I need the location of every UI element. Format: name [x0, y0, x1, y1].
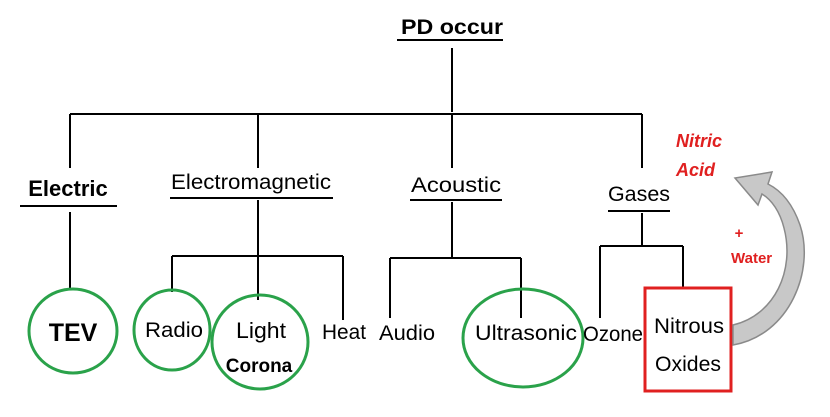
annotation-plus: +	[735, 225, 744, 242]
leaf-nitrous: Nitrous	[654, 315, 724, 338]
leaf-corona: Corona	[226, 356, 293, 377]
leaf-tev: TEV	[49, 319, 98, 347]
leaf-radio: Radio	[145, 319, 203, 342]
radio-circle	[132, 288, 212, 372]
tev-circle	[27, 287, 119, 375]
annotation-acid: Acid	[675, 160, 716, 180]
category-electromagnetic: Electromagnetic	[171, 171, 331, 194]
category-acoustic: Acoustic	[411, 174, 501, 197]
leaf-oxides: Oxides	[655, 353, 721, 376]
leaf-light: Light	[236, 318, 286, 343]
annotation-water: Water	[731, 250, 772, 267]
curved-arrow-icon	[732, 171, 805, 346]
light-corona-circle	[210, 293, 310, 391]
root-label: PD occur	[401, 16, 503, 39]
highlight-circles	[27, 287, 585, 391]
leaf-ultrasonic: Ultrasonic	[475, 322, 577, 345]
category-gases: Gases	[608, 183, 670, 206]
tree-connectors	[20, 39, 684, 320]
annotation-nitric: Nitric	[676, 131, 722, 151]
leaf-audio: Audio	[379, 322, 435, 345]
nitrous-oxides-box	[643, 286, 733, 393]
category-electric: Electric	[28, 176, 108, 201]
leaf-heat: Heat	[322, 321, 366, 344]
leaf-ozone: Ozone	[583, 323, 643, 346]
ultrasonic-circle	[461, 287, 585, 389]
